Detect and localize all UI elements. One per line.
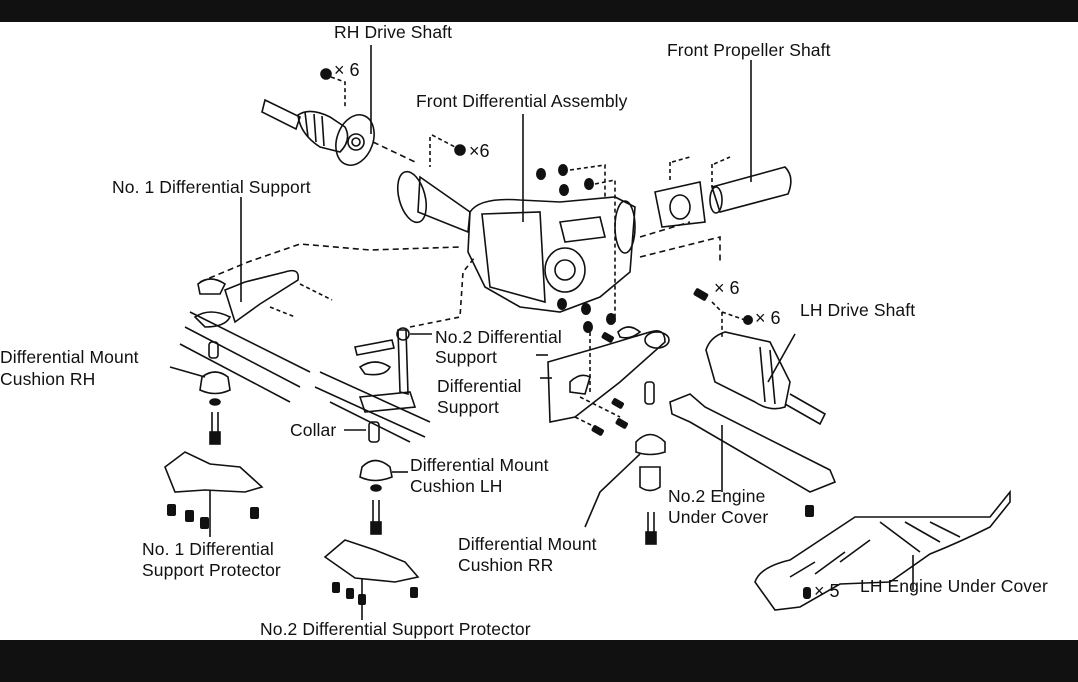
differential-support-part: [547, 329, 670, 423]
lh-drive-shaft-bolt-qty: × 6: [714, 278, 740, 298]
label-collar: Collar: [290, 420, 337, 440]
label-no2-differential-support-line2: Support: [435, 347, 497, 367]
label-differential-support-line2: Support: [437, 397, 499, 417]
front-propeller-shaft-part: [654, 166, 792, 228]
label-differential-mount-cushion-rr-line1: Differential Mount: [458, 534, 597, 554]
label-lh-engine-under-cover: LH Engine Under Cover: [860, 576, 1048, 596]
label-front-propeller-shaft: Front Propeller Shaft: [667, 40, 831, 60]
front-differential-assembly-part: [396, 170, 636, 313]
lh-drive-shaft-part: [705, 331, 827, 426]
diff-flange-bolt-qty: ×6: [469, 141, 490, 161]
rh-drive-shaft-nut-qty: × 6: [334, 60, 360, 80]
label-differential-support-line1: Differential: [437, 376, 522, 396]
no1-protector-bolts: [167, 504, 259, 529]
label-no2-engine-under-cover-line1: No.2 Engine: [668, 486, 766, 506]
label-no2-engine-under-cover-line2: Under Cover: [668, 507, 769, 527]
label-lh-drive-shaft: LH Drive Shaft: [800, 300, 916, 320]
label-no2-differential-support-line1: No.2 Differential: [435, 327, 562, 347]
no2-protector-bolts: [332, 582, 418, 605]
top-black-bar: [0, 0, 1078, 22]
rh-drive-shaft-part: [261, 98, 375, 166]
diagram-canvas: RH Drive Shaft × 6 Front Propeller Shaft…: [0, 22, 1078, 640]
label-differential-mount-cushion-rh-line1: Differential Mount: [0, 347, 139, 367]
label-differential-mount-cushion-rh-line2: Cushion RH: [0, 369, 96, 389]
label-front-differential-assembly: Front Differential Assembly: [416, 91, 628, 111]
no2-engine-under-cover-part: [669, 393, 837, 493]
label-no1-differential-support: No. 1 Differential Support: [112, 177, 311, 197]
no1-differential-support-part: [193, 269, 300, 328]
bottom-black-bar: [0, 640, 1078, 682]
diff-mounting-nuts: [536, 164, 616, 333]
lh-drive-shaft-nut-qty: × 6: [755, 308, 781, 328]
parts-line-art: [164, 45, 1011, 620]
label-no1-differential-support-protector-line1: No. 1 Differential: [142, 539, 274, 559]
label-rh-drive-shaft: RH Drive Shaft: [334, 22, 453, 42]
label-differential-mount-cushion-lh-line2: Cushion LH: [410, 476, 503, 496]
lh-engine-under-cover-part: [754, 489, 1011, 611]
lh-under-cover-bolt-qty: × 5: [814, 581, 840, 601]
label-differential-mount-cushion-rr-line2: Cushion RR: [458, 555, 554, 575]
label-no2-differential-support-protector: No.2 Differential Support Protector: [260, 619, 531, 639]
no2-differential-support-part: [354, 327, 417, 413]
label-no1-differential-support-protector-line2: Support Protector: [142, 560, 281, 580]
differential-support-bolts: [591, 332, 628, 436]
label-differential-mount-cushion-lh-line1: Differential Mount: [410, 455, 549, 475]
